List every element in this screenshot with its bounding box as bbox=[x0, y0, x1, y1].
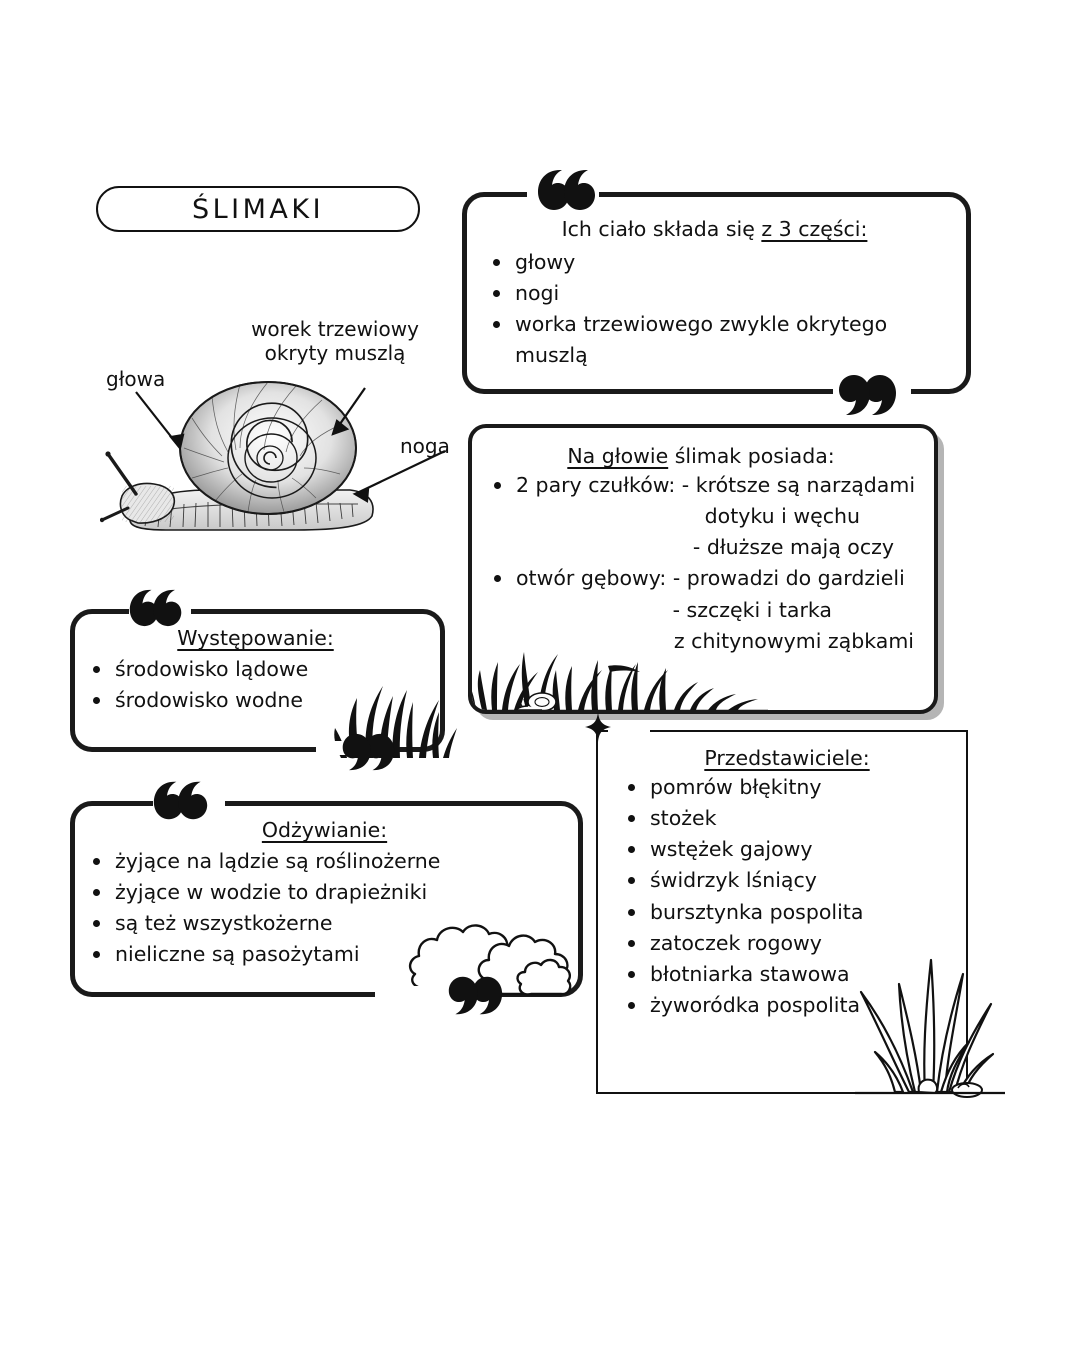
list-item: worka trzewiowego zwykle okrytego bbox=[485, 309, 944, 340]
diagram-label-arrows bbox=[135, 387, 446, 503]
list-item: otwór gębowy: - prowadzi do gardzieli bbox=[486, 563, 916, 594]
bush-illustration bbox=[408, 924, 572, 996]
diagram-label-foot: noga bbox=[400, 434, 450, 458]
head-features-subline: dotyku i węchu bbox=[704, 504, 860, 529]
list-item: środowisko wodne bbox=[85, 685, 426, 716]
representatives-list: pomrów błękitny stożek wstężek gajowy św… bbox=[620, 772, 954, 1021]
list-item: żyjące na lądzie są roślinożerne bbox=[85, 846, 564, 877]
body-parts-heading: Ich ciało składa się z 3 części: bbox=[485, 217, 944, 241]
grass-illustration bbox=[855, 958, 1005, 1098]
head-features-heading-underlined: Na głowie bbox=[567, 444, 669, 468]
snail-anatomy-illustration bbox=[100, 370, 470, 550]
box-head-features: Na głowie ślimak posiada: 2 pary czułków… bbox=[468, 424, 938, 714]
nutrition-list: żyjące na lądzie są roślinożerne żyjące … bbox=[85, 846, 564, 971]
body-parts-continuation: muszlą bbox=[515, 343, 588, 368]
diamond-bullet bbox=[585, 712, 611, 742]
list-item: wstężek gajowy bbox=[620, 834, 954, 865]
head-features-subline: z chitynowymi ząbkami bbox=[673, 628, 914, 653]
list-item: środowisko lądowe bbox=[85, 654, 426, 685]
occurrence-heading: Występowanie: bbox=[177, 626, 334, 650]
border-gap-top bbox=[608, 726, 650, 737]
representatives-heading: Przedstawiciele: bbox=[704, 746, 870, 770]
visceral-sac-line-1: worek trzewiowy bbox=[251, 317, 419, 341]
box-body-parts: Ich ciało składa się z 3 części: głowy n… bbox=[462, 189, 971, 397]
open-quote-mark bbox=[536, 168, 596, 212]
list-item: świdrzyk lśniący bbox=[620, 865, 954, 896]
diagram-label-visceral-sac: worek trzewiowy okryty muszlą bbox=[237, 317, 433, 365]
page-title: ŚLIMAKI bbox=[96, 186, 420, 232]
list-item: są też wszystkożerne bbox=[85, 908, 564, 939]
nutrition-heading: Odżywianie: bbox=[261, 818, 388, 842]
list-item-text: worka trzewiowego zwykle okrytego bbox=[515, 312, 888, 337]
border-gap-bottom bbox=[375, 986, 453, 1000]
list-item: błotniarka stawowa bbox=[620, 959, 954, 990]
list-item: żyjące w wodzie to drapieżniki bbox=[85, 877, 564, 908]
list-item: bursztynka pospolita bbox=[620, 897, 954, 928]
list-item: nogi bbox=[485, 278, 944, 309]
head-features-list-2: otwór gębowy: - prowadzi do gardzieli bbox=[486, 563, 916, 594]
grass-illustration bbox=[472, 652, 768, 710]
list-item: żyworódka pospolita bbox=[620, 990, 954, 1021]
open-quote-mark bbox=[152, 779, 210, 822]
list-item: głowy bbox=[485, 247, 944, 278]
list-item: zatoczek rogowy bbox=[620, 928, 954, 959]
body-parts-list: głowy nogi worka trzewiowego zwykle okry… bbox=[485, 247, 944, 340]
head-features-heading: Na głowie ślimak posiada: bbox=[486, 444, 916, 468]
diagram-label-head: głowa bbox=[106, 367, 166, 391]
head-features-heading-rest: ślimak posiada: bbox=[668, 444, 835, 468]
occurrence-list: środowisko lądowe środowisko wodne bbox=[85, 654, 426, 716]
list-item: stożek bbox=[620, 803, 954, 834]
head-features-subline: - szczęki i tarka bbox=[672, 597, 832, 622]
close-quote-mark bbox=[340, 731, 396, 773]
body-parts-heading-underlined: z 3 części: bbox=[761, 217, 868, 241]
open-quote-mark bbox=[128, 587, 184, 629]
list-item: nieliczne są pasożytami bbox=[85, 939, 564, 970]
list-item: pomrów błękitny bbox=[620, 772, 954, 803]
close-quote-mark bbox=[836, 373, 898, 417]
body-parts-heading-prefix: Ich ciało składa się bbox=[561, 217, 762, 241]
close-quote-mark bbox=[446, 974, 504, 1017]
head-features-list: 2 pary czułków: - krótsze są narządami bbox=[486, 470, 916, 501]
head-features-subline: - dłuższe mają oczy bbox=[692, 535, 894, 560]
visceral-sac-line-2: okryty muszlą bbox=[264, 340, 406, 365]
box-nutrition: Odżywianie: żyjące na lądzie są roślinoż… bbox=[70, 798, 583, 1000]
list-item: 2 pary czułków: - krótsze są narządami bbox=[486, 470, 916, 501]
page-title-text: ŚLIMAKI bbox=[191, 193, 325, 225]
